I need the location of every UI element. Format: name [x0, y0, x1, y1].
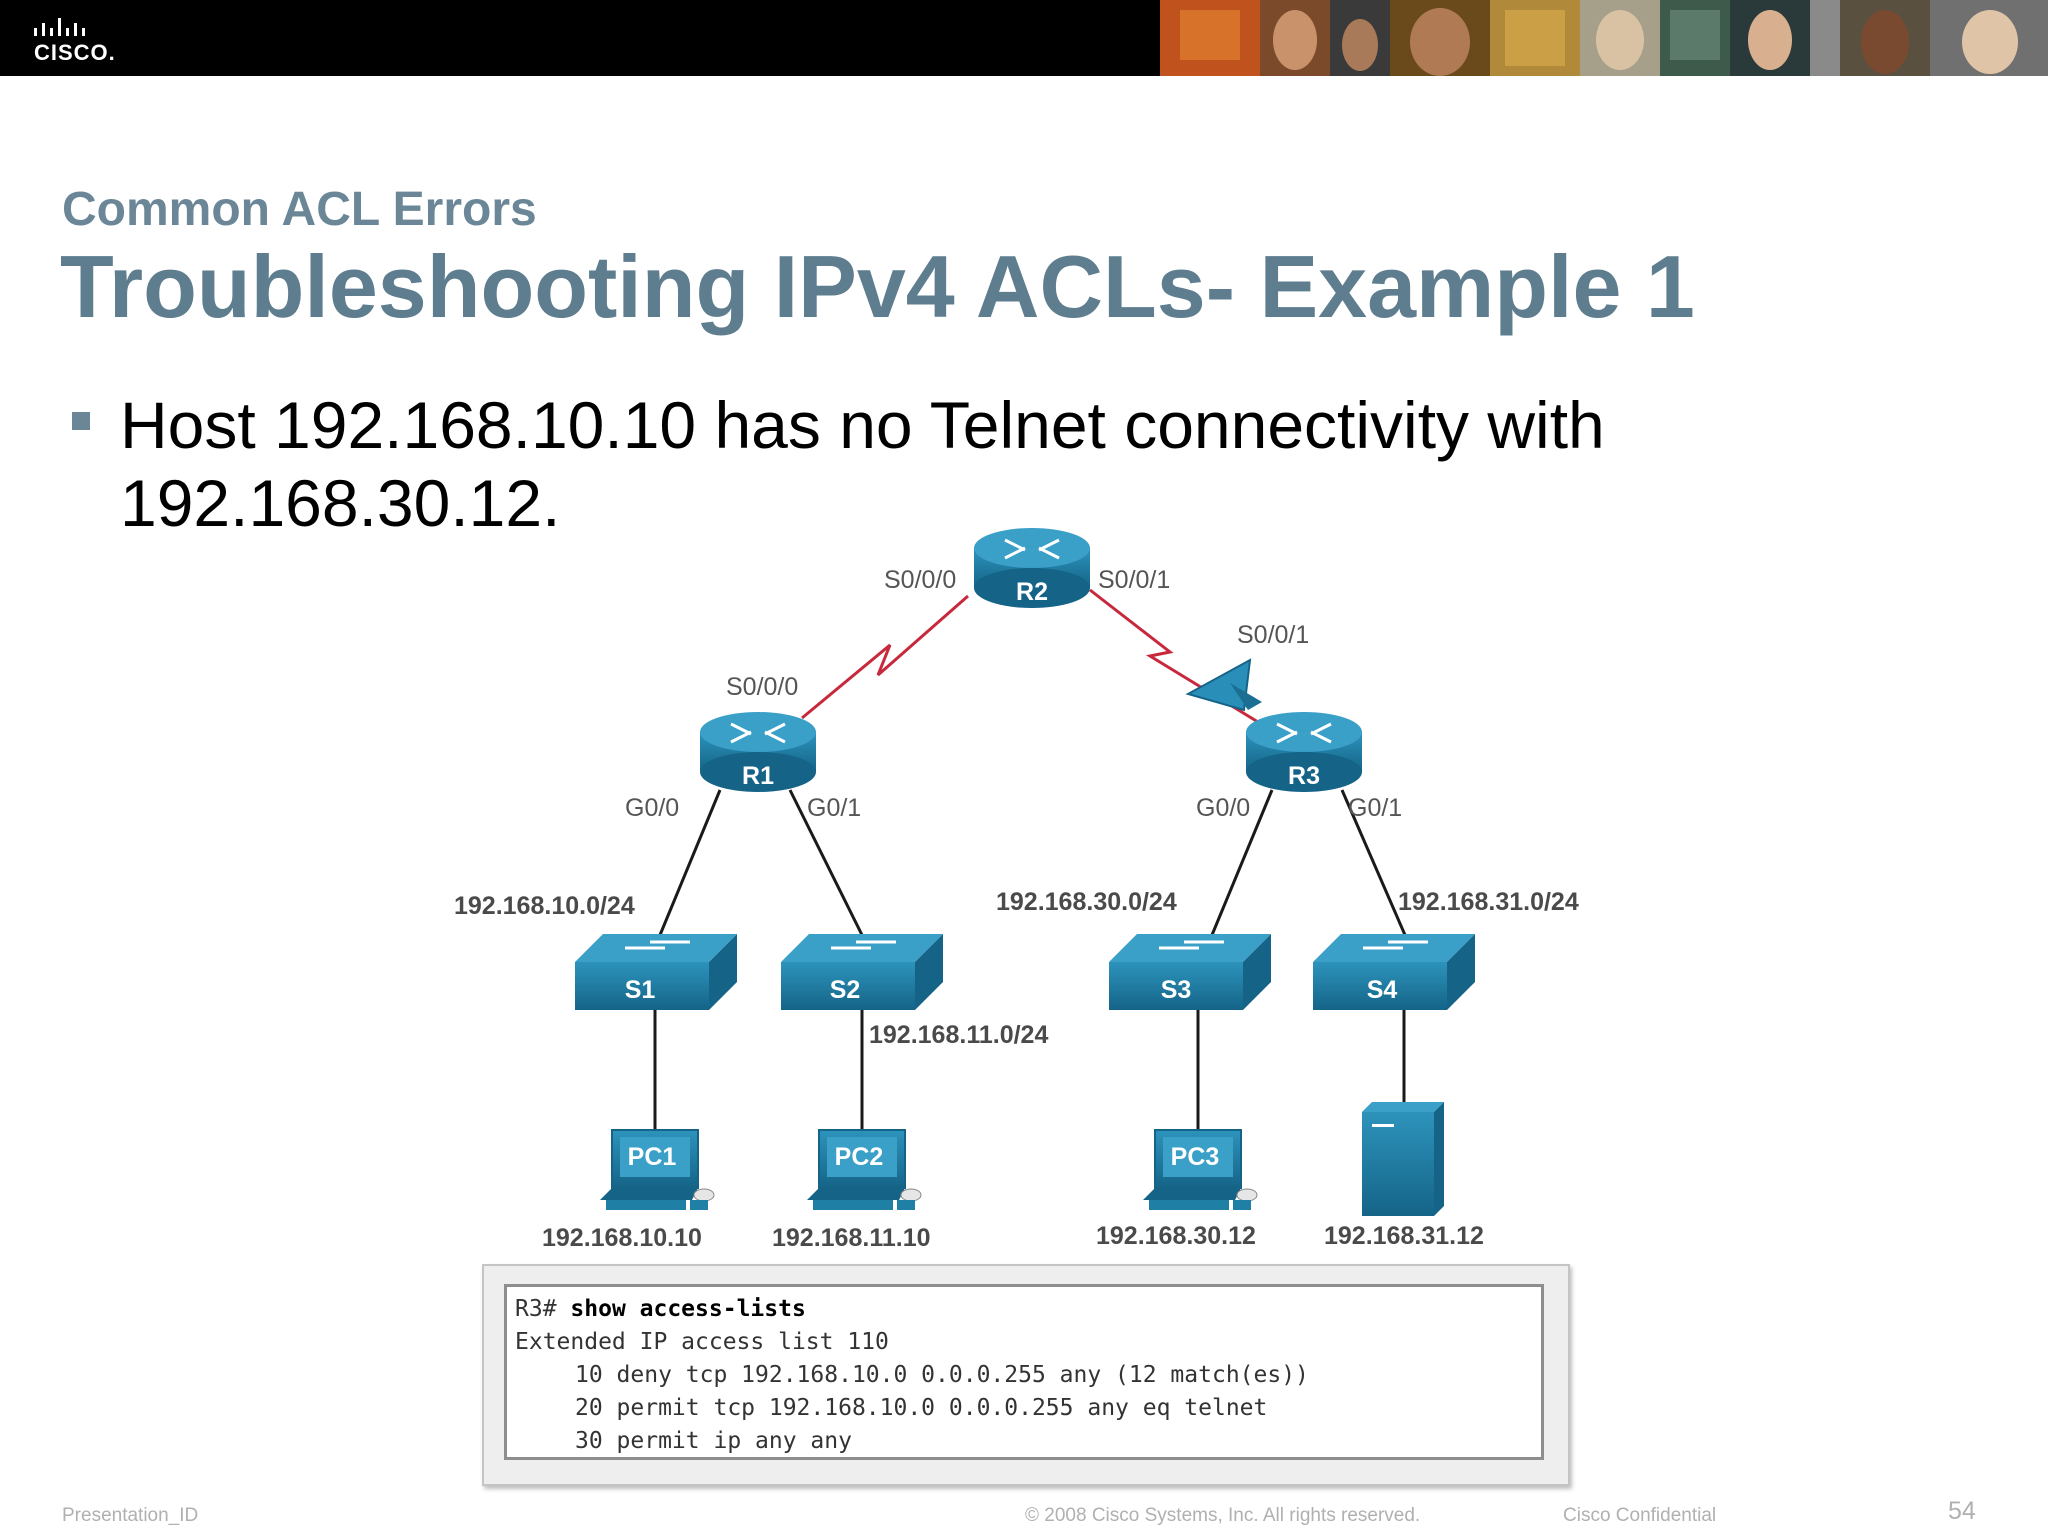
wan-link-r1-r2 [801, 594, 969, 720]
router-icon: R3 [1246, 712, 1362, 792]
lan-link-r3-s4 [1340, 789, 1407, 936]
pc1-ip-label: 192.168.10.10 [542, 1224, 702, 1252]
r1-g00-label: G0/0 [625, 794, 679, 822]
server-ip-label: 192.168.31.12 [1324, 1222, 1484, 1250]
lan-link-r1-s1 [658, 789, 722, 936]
r1-g01-label: G0/1 [807, 794, 861, 822]
footer-presentation-id: Presentation_ID [62, 1505, 199, 1526]
switch-icon: S3 [1109, 934, 1271, 1010]
cli-line-5: 30 permit ip any any [575, 1428, 852, 1454]
pc2-ip-label: 192.168.11.10 [772, 1224, 931, 1252]
router-r2-label: R2 [1016, 578, 1048, 606]
switch-s1-label: S1 [625, 976, 656, 1004]
r3-s001-label: S0/0/1 [1237, 621, 1309, 649]
pc3-ip-label: 192.168.30.12 [1096, 1222, 1256, 1250]
slide-subtitle: Common ACL Errors [62, 183, 537, 236]
cli-output: R3# show access-lists Extended IP access… [504, 1284, 1544, 1460]
r1-s000-label: S0/0/0 [726, 673, 798, 701]
r2-s000-label: S0/0/0 [884, 566, 956, 594]
lan-link-r1-s2 [788, 789, 864, 936]
acl-funnel-icon [1185, 658, 1262, 712]
cli-line-2: Extended IP access list 110 [515, 1329, 889, 1355]
cisco-logo-icon [34, 18, 85, 36]
router-r3-label: R3 [1288, 762, 1320, 790]
pc-icon: PC3 [1143, 1129, 1258, 1210]
pc-icon: PC2 [807, 1129, 922, 1210]
pc-icon: PC1 [600, 1129, 715, 1210]
switch-s2-label: S2 [830, 976, 861, 1004]
network-31-label: 192.168.31.0/24 [1398, 888, 1579, 916]
bullet-marker [72, 412, 90, 430]
page-number: 54 [1948, 1497, 1976, 1525]
network-11-label: 192.168.11.0/24 [869, 1021, 1048, 1049]
bullet-line-2: 192.168.30.12. [120, 466, 561, 540]
switch-s3-label: S3 [1161, 976, 1192, 1004]
cli-command-line: R3# show access-lists [515, 1293, 1541, 1326]
network-30-label: 192.168.30.0/24 [996, 888, 1177, 916]
logo-text: CISCO. [34, 40, 116, 65]
network-10-label: 192.168.10.0/24 [454, 892, 635, 920]
footer-copyright: © 2008 Cisco Systems, Inc. All rights re… [1025, 1505, 1421, 1526]
cli-command: show access-lists [570, 1296, 806, 1322]
lan-link-r3-s3 [1210, 789, 1274, 936]
bullet-line-1: Host 192.168.10.10 has no Telnet connect… [120, 388, 1605, 462]
cli-line-3: 10 deny tcp 192.168.10.0 0.0.0.255 any (… [575, 1362, 1309, 1388]
switch-icon: S4 [1313, 934, 1475, 1010]
pc1-label: PC1 [628, 1143, 677, 1171]
slide-title: Troubleshooting IPv4 ACLs- Example 1 [60, 237, 1695, 336]
cli-prompt: R3# [515, 1296, 557, 1322]
footer-confidential: Cisco Confidential [1563, 1505, 1717, 1526]
switch-icon: S2 [781, 934, 943, 1010]
server-icon [1362, 1102, 1444, 1216]
switch-s4-label: S4 [1367, 976, 1398, 1004]
pc2-label: PC2 [835, 1143, 884, 1171]
cli-line-4: 20 permit tcp 192.168.10.0 0.0.0.255 any… [575, 1395, 1268, 1421]
header-bar: CISCO. [0, 0, 2048, 76]
router-r1-label: R1 [742, 762, 774, 790]
r3-g01-label: G0/1 [1348, 794, 1402, 822]
pc3-label: PC3 [1171, 1143, 1220, 1171]
router-icon: R2 [974, 528, 1090, 608]
cli-output-panel: R3# show access-lists Extended IP access… [482, 1264, 1570, 1486]
router-icon: R1 [700, 712, 816, 792]
switch-icon: S1 [575, 934, 737, 1010]
bullet-text: Host 192.168.10.10 has no Telnet connect… [120, 386, 1740, 542]
r3-g00-label: G0/0 [1196, 794, 1250, 822]
r2-s001-label: S0/0/1 [1098, 566, 1170, 594]
photo-strip-image [1160, 0, 2048, 76]
